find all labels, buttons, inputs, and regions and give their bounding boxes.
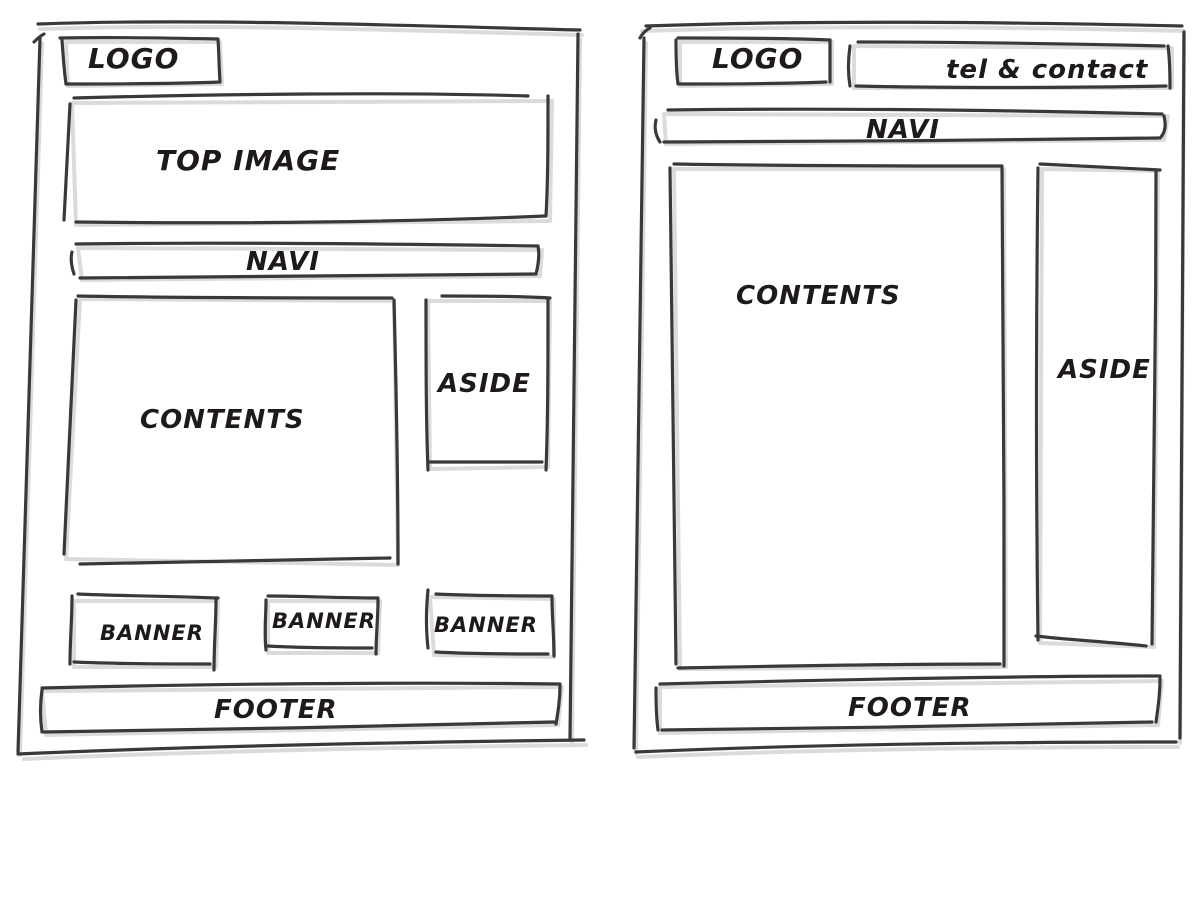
left-banner-2-label: BANNER	[272, 609, 376, 633]
left-banner-1: BANNER	[68, 592, 220, 672]
right-footer-box: FOOTER	[654, 674, 1164, 735]
left-logo-box: LOGO	[58, 35, 224, 88]
right-page-frame	[632, 20, 1186, 759]
left-contents-box: CONTENTS	[62, 294, 400, 567]
right-footer-label: FOOTER	[848, 693, 971, 723]
left-logo-label: LOGO	[88, 42, 179, 75]
right-aside-box: ASIDE	[1034, 162, 1162, 649]
left-page-frame	[16, 20, 588, 761]
right-wireframe: LOGO tel & contact NAVI CONTE	[632, 20, 1186, 759]
right-logo-label: LOGO	[712, 42, 803, 75]
left-banner-3: BANNER	[424, 588, 556, 659]
right-aside-label: ASIDE	[1056, 355, 1151, 385]
left-footer-box: FOOTER	[38, 681, 564, 737]
right-navi-bar: NAVI	[653, 107, 1170, 146]
left-contents-label: CONTENTS	[140, 405, 305, 435]
left-navi-label: NAVI	[246, 247, 320, 277]
left-top-image-label: TOP IMAGE	[156, 144, 340, 177]
right-contents-label: CONTENTS	[736, 281, 901, 311]
left-banner-1-label: BANNER	[100, 621, 204, 645]
left-banner-2: BANNER	[263, 594, 382, 656]
left-top-image-box: TOP IMAGE	[62, 92, 554, 227]
left-footer-label: FOOTER	[214, 695, 337, 725]
right-logo-box: LOGO	[674, 36, 834, 88]
left-aside-box: ASIDE	[424, 294, 552, 472]
left-navi-bar: NAVI	[69, 241, 544, 282]
right-tel-contact-box: tel & contact	[846, 40, 1174, 90]
left-banner-3-label: BANNER	[434, 613, 538, 637]
left-wireframe: LOGO TOP IMAGE NAVI CONTENTS	[16, 20, 588, 761]
right-tel-contact-label: tel & contact	[946, 55, 1149, 85]
left-aside-label: ASIDE	[436, 369, 531, 399]
right-navi-label: NAVI	[866, 115, 940, 145]
right-contents-box: CONTENTS	[668, 162, 1008, 671]
